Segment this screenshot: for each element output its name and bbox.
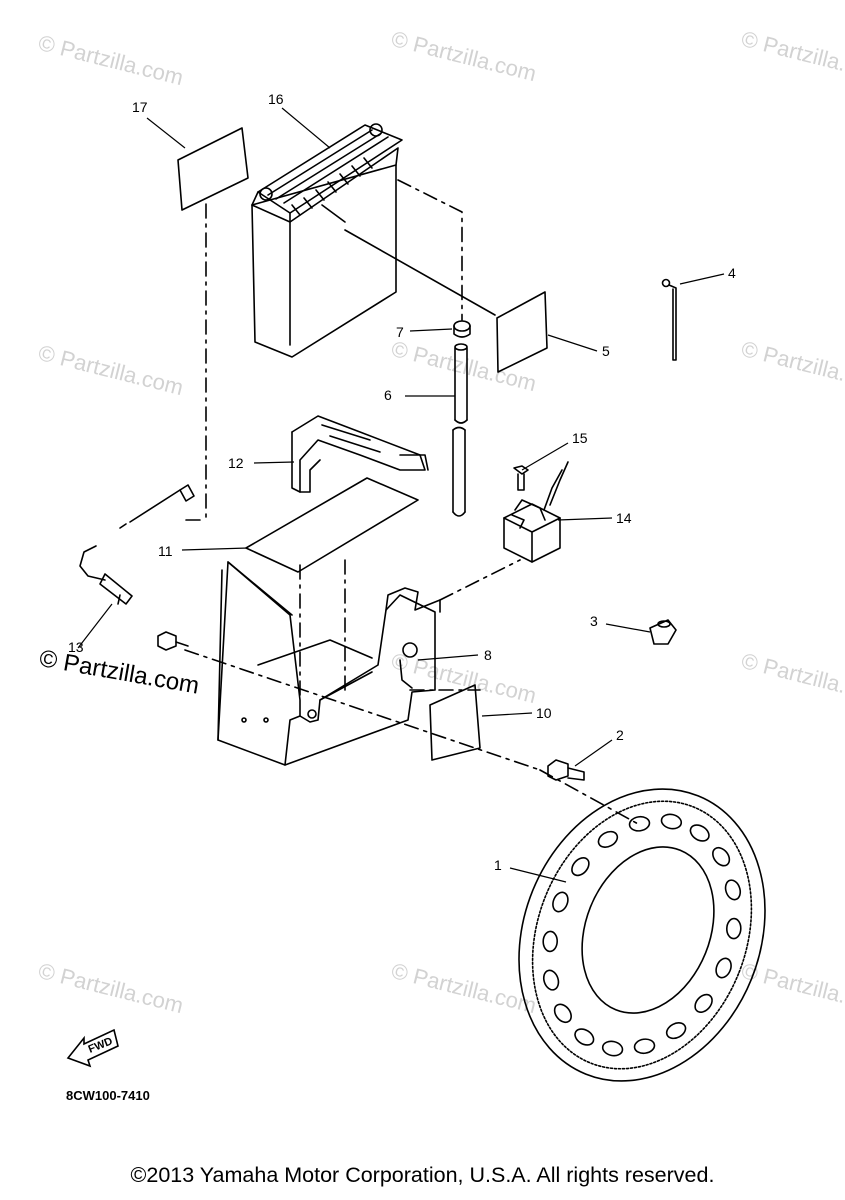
part-13-lead-wire: [79, 484, 195, 605]
part-11-pad: [245, 477, 419, 573]
copyright-notice: ©2013 Yamaha Motor Corporation, U.S.A. A…: [130, 1163, 715, 1187]
rotor-hole: [660, 813, 683, 830]
callout-4: 4: [728, 265, 736, 281]
callout-17: 17: [132, 99, 148, 115]
rotor-hole: [542, 969, 560, 991]
callout-1: 1: [494, 857, 502, 873]
part-10-sheet: [429, 684, 481, 761]
rotor-hole: [633, 1038, 656, 1055]
callout-7: 7: [396, 324, 404, 340]
part-8-battery-box: [217, 561, 441, 766]
callout-10: 10: [536, 705, 552, 721]
rotor-hole: [552, 891, 569, 913]
rotor-hole: [694, 993, 713, 1013]
rotor-hole: [725, 917, 742, 940]
rotor-hole: [574, 1028, 595, 1046]
part-15-bolt: [513, 465, 529, 491]
rotor-hole: [571, 857, 590, 877]
rotor-hole: [712, 846, 731, 867]
part-1-rotor: [518, 788, 766, 1082]
rotor-hole: [689, 824, 710, 842]
callout-15: 15: [572, 430, 588, 446]
callout-12: 12: [228, 455, 244, 471]
rotor-hole: [628, 815, 651, 832]
rotor-hole: [542, 930, 559, 953]
callout-11: 11: [158, 543, 173, 559]
rotor-hole: [715, 957, 732, 979]
part-6-hose: [452, 343, 468, 517]
part-5-sheet: [496, 291, 548, 373]
callout-8: 8: [484, 647, 492, 663]
part-2-bolt: [547, 759, 585, 781]
diagram-code: 8CW100-7410: [66, 1088, 150, 1103]
fwd-arrow: FWD: [66, 1028, 119, 1068]
part-12-battery-band: [291, 415, 429, 493]
rotor-hole: [553, 1003, 572, 1024]
callout-6: 6: [384, 387, 392, 403]
part-7-clamp: [453, 320, 471, 338]
part-16-battery: [251, 123, 403, 358]
callout-14: 14: [616, 510, 632, 526]
part-17-label-sheet: [177, 127, 249, 211]
callout-5: 5: [602, 343, 610, 359]
part-4-pin: [661, 278, 677, 361]
callout-13: 13: [68, 639, 84, 655]
callout-3: 3: [590, 613, 598, 629]
rotor-hole: [724, 879, 742, 901]
part-screw-left: [157, 631, 189, 651]
rotor-hole: [601, 1040, 624, 1057]
part-3-cap: [649, 619, 677, 645]
callout-2: 2: [616, 727, 624, 743]
rotor-hole: [597, 830, 619, 848]
rotor-hole: [665, 1022, 687, 1040]
part-14-starter-relay: [503, 461, 569, 563]
callout-16: 16: [268, 91, 284, 107]
